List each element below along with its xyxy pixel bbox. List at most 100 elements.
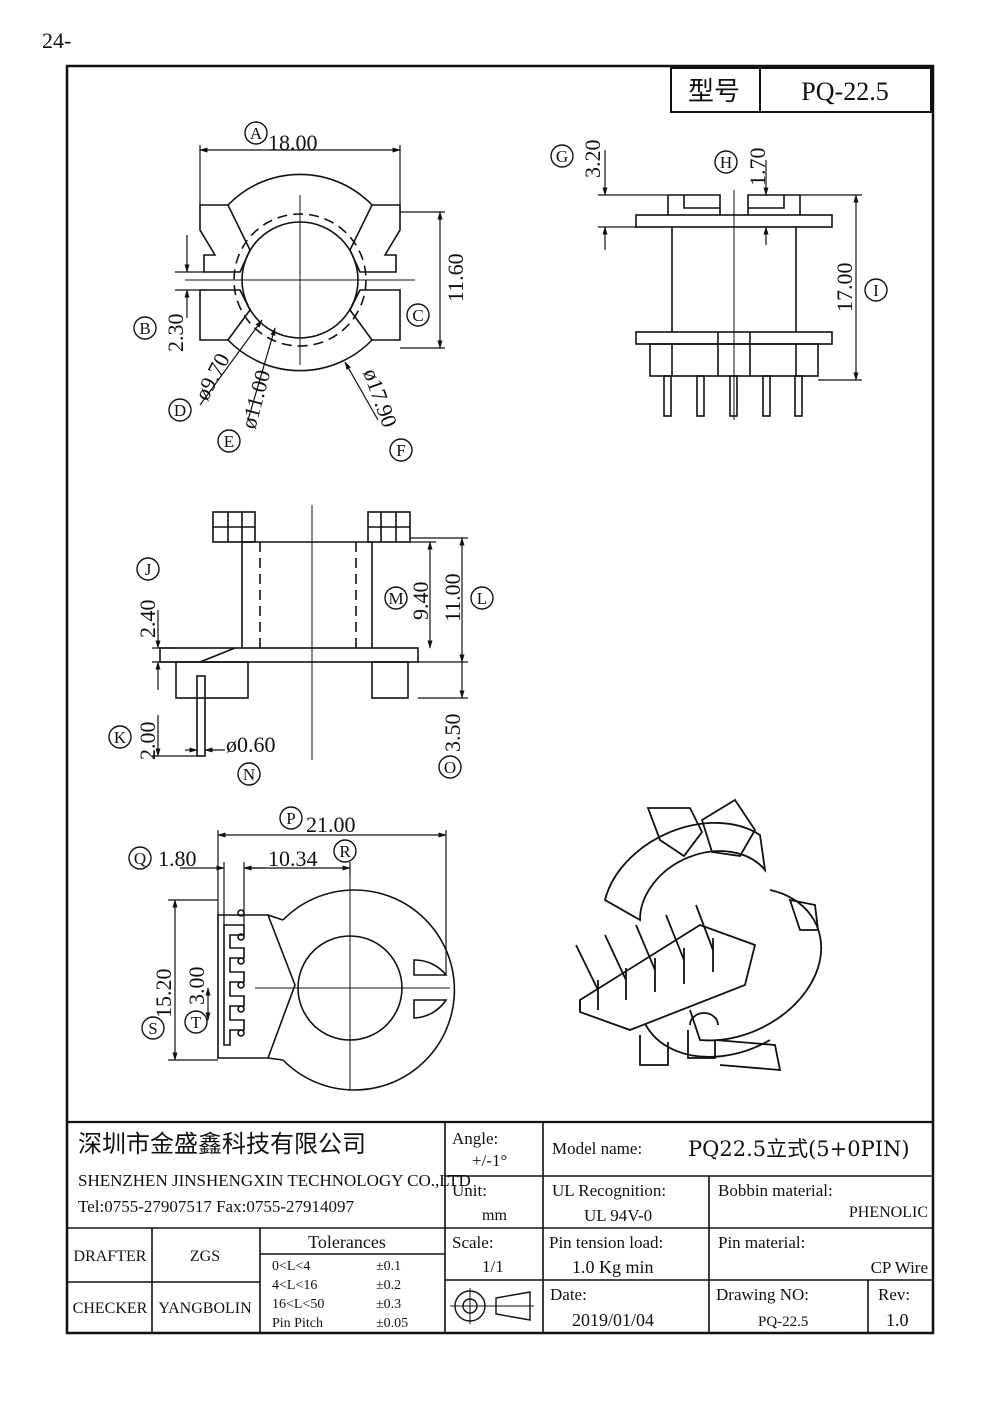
svg-text:J: J bbox=[145, 560, 152, 579]
scale-label: Scale: bbox=[452, 1233, 494, 1252]
marker-L: L bbox=[470, 586, 494, 610]
bottom-view-dimensions bbox=[168, 830, 447, 1061]
svg-text:K: K bbox=[114, 728, 127, 747]
dim-M-value: 9.40 bbox=[408, 582, 433, 621]
date-value: 2019/01/04 bbox=[572, 1310, 654, 1330]
marker-B: B bbox=[133, 316, 157, 340]
svg-text:R: R bbox=[339, 842, 351, 861]
unit-value: mm bbox=[482, 1207, 507, 1224]
model-box-label: 型号 bbox=[688, 77, 740, 106]
svg-text:B: B bbox=[139, 319, 150, 338]
bobbin-value: PHENOLIC bbox=[849, 1204, 928, 1221]
svg-text:N: N bbox=[243, 765, 255, 784]
projection-symbol-icon bbox=[450, 1288, 534, 1324]
dim-P-value: 21.00 bbox=[306, 812, 356, 837]
svg-text:D: D bbox=[174, 401, 186, 420]
side-view bbox=[635, 190, 833, 420]
rev-value: 1.0 bbox=[886, 1310, 909, 1330]
svg-text:G: G bbox=[556, 147, 568, 166]
ul-value: UL 94V-0 bbox=[584, 1206, 652, 1225]
svg-text:P: P bbox=[286, 809, 295, 828]
svg-text:F: F bbox=[396, 441, 405, 460]
marker-O: O bbox=[438, 755, 462, 779]
front-view bbox=[159, 505, 419, 760]
top-view-dimensions bbox=[175, 145, 445, 421]
marker-P: P bbox=[279, 806, 303, 830]
drafter-label: DRAFTER bbox=[74, 1248, 147, 1265]
title-block-text: 深圳市金盛鑫科技有限公司 SHENZHEN JINSHENGXIN TECHNO… bbox=[73, 1129, 928, 1331]
dim-E-value: ø11.00 bbox=[236, 367, 276, 431]
marker-K: K bbox=[108, 725, 132, 749]
scale-value: 1/1 bbox=[482, 1257, 504, 1276]
dim-S-value: 15.20 bbox=[151, 969, 176, 1019]
dim-L-value: 11.00 bbox=[440, 573, 465, 622]
drafter-value: ZGS bbox=[190, 1248, 220, 1265]
svg-text:M: M bbox=[388, 589, 403, 608]
front-view-dimensions bbox=[152, 537, 468, 757]
checker-value: YANGBOLIN bbox=[158, 1300, 252, 1317]
dim-G-value: 3.20 bbox=[580, 140, 605, 179]
marker-F: F bbox=[389, 438, 413, 462]
marker-E: E bbox=[217, 429, 241, 453]
tolerances-label: Tolerances bbox=[308, 1232, 386, 1252]
tolerance-range-4: Pin Pitch bbox=[272, 1316, 323, 1331]
svg-text:S: S bbox=[148, 1019, 157, 1038]
marker-I: I bbox=[864, 278, 888, 302]
ul-label: UL Recognition: bbox=[552, 1181, 666, 1200]
model-box: 型号 PQ-22.5 bbox=[670, 67, 932, 113]
dim-T-value: 3.00 bbox=[184, 967, 209, 1006]
unit-label: Unit: bbox=[452, 1181, 487, 1200]
marker-Q: Q bbox=[128, 846, 152, 870]
page-number: 24- bbox=[42, 28, 71, 53]
svg-text:A: A bbox=[250, 124, 263, 143]
pin-tension-value: 1.0 Kg min bbox=[572, 1257, 654, 1277]
company-name-en: SHENZHEN JINSHENGXIN TECHNOLOGY CO.,LTD bbox=[78, 1171, 471, 1190]
marker-A: A bbox=[244, 121, 268, 145]
checker-label: CHECKER bbox=[73, 1300, 148, 1317]
dim-B-value: 2.30 bbox=[163, 314, 188, 353]
model-name-label: Model name: bbox=[552, 1139, 642, 1158]
svg-text:T: T bbox=[191, 1013, 202, 1032]
tolerance-value-3: ±0.3 bbox=[376, 1297, 401, 1312]
svg-text:C: C bbox=[412, 306, 423, 325]
dim-C-value: 11.60 bbox=[443, 253, 468, 302]
dim-R-value: 10.34 bbox=[268, 846, 318, 871]
date-label: Date: bbox=[550, 1285, 587, 1304]
model-box-value: PQ-22.5 bbox=[801, 77, 888, 106]
dim-N-value: ø0.60 bbox=[226, 732, 276, 757]
tolerance-range-1: 0<L<4 bbox=[272, 1259, 310, 1274]
dim-Q-value: 1.80 bbox=[158, 846, 197, 871]
bobbin-label: Bobbin material: bbox=[718, 1181, 833, 1200]
dim-I-value: 17.00 bbox=[832, 263, 857, 313]
title-block bbox=[67, 1120, 933, 1333]
svg-text:H: H bbox=[720, 153, 732, 172]
marker-G: G bbox=[550, 144, 574, 168]
dim-D-value: ø9.70 bbox=[189, 349, 234, 404]
marker-S: S bbox=[141, 1016, 165, 1040]
rev-label: Rev: bbox=[878, 1285, 910, 1304]
angle-label: Angle: bbox=[452, 1129, 498, 1148]
svg-text:E: E bbox=[224, 432, 234, 451]
pin-tension-label: Pin tension load: bbox=[549, 1233, 663, 1252]
company-contact: Tel:0755-27907517 Fax:0755-27914097 bbox=[78, 1197, 354, 1216]
company-name-cn: 深圳市金盛鑫科技有限公司 bbox=[78, 1130, 366, 1158]
tolerance-value-1: ±0.1 bbox=[376, 1259, 401, 1274]
bottom-view bbox=[217, 870, 456, 1091]
marker-H: H bbox=[714, 150, 738, 174]
svg-text:I: I bbox=[873, 281, 879, 300]
tolerance-range-2: 4<L<16 bbox=[272, 1278, 317, 1293]
tolerance-value-4: ±0.05 bbox=[376, 1316, 408, 1331]
top-view bbox=[185, 173, 415, 372]
tolerance-range-3: 16<L<50 bbox=[272, 1297, 324, 1312]
angle-value: +/-1° bbox=[472, 1151, 507, 1170]
marker-C: C bbox=[406, 303, 430, 327]
svg-text:Q: Q bbox=[134, 849, 146, 868]
marker-N: N bbox=[237, 762, 261, 786]
dim-A-value: 18.00 bbox=[268, 130, 318, 155]
dim-O-value: 3.50 bbox=[440, 714, 465, 753]
dim-J-value: 2.40 bbox=[135, 600, 160, 639]
marker-M: M bbox=[384, 586, 408, 610]
circled-markers: A B C D E F G H I J K L M N O P Q R S T bbox=[108, 121, 888, 1040]
marker-D: D bbox=[168, 398, 192, 422]
